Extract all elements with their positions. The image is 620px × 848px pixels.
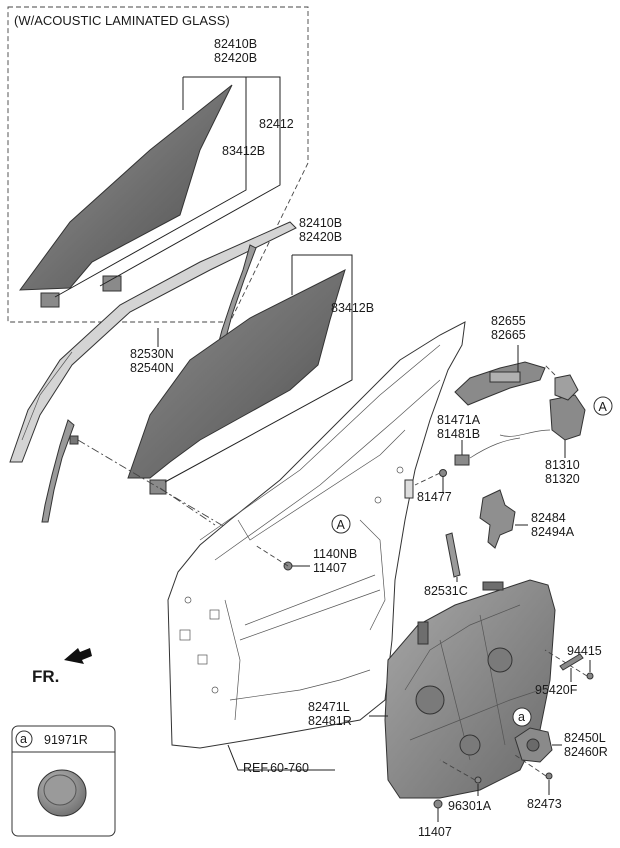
label-81310: 81310 xyxy=(545,458,580,472)
label-82531c: 82531C xyxy=(424,584,468,598)
callout-a-module-letter: a xyxy=(518,710,525,724)
label-81477: 81477 xyxy=(417,490,452,504)
bolt-81477 xyxy=(414,469,447,492)
front-arrow-icon xyxy=(64,648,92,664)
outside-handle xyxy=(454,345,546,406)
front-label: FR. xyxy=(32,667,59,686)
latch-rods xyxy=(454,437,521,466)
leader-83412b xyxy=(164,254,353,483)
label-82410b: 82410B xyxy=(299,216,342,230)
label-82473: 82473 xyxy=(527,797,562,811)
callout-a-latch xyxy=(593,396,613,416)
leader-ref xyxy=(227,744,335,771)
bolt-96301a xyxy=(439,759,482,796)
label-ref-60-760: REF.60-760 xyxy=(243,761,309,775)
bolt-11407-b xyxy=(433,799,443,822)
inset-leader-82412 xyxy=(99,76,281,287)
label-inset-82410b: 82410B xyxy=(214,37,257,51)
bolt-1140nb xyxy=(254,544,310,571)
strip-82531c xyxy=(445,532,461,582)
inset-glass-pane xyxy=(18,84,233,291)
legend-box: a 91971R xyxy=(11,725,116,837)
inset-dashed-border xyxy=(7,6,309,323)
callout-a-module xyxy=(512,707,532,727)
front-arrow xyxy=(64,648,92,664)
regulator-motor xyxy=(514,727,562,763)
label-82540n: 82540N xyxy=(130,361,174,375)
inset-title: (W/ACOUSTIC LAMINATED GLASS) xyxy=(14,13,230,28)
label-83412b: 83412B xyxy=(331,301,374,315)
label-94415: 94415 xyxy=(567,644,602,658)
guide-line-glass xyxy=(159,487,216,526)
label-81471a: 81471A xyxy=(437,413,481,427)
label-82460r: 82460R xyxy=(564,745,608,759)
label-82420b: 82420B xyxy=(299,230,342,244)
label-82481r: 82481R xyxy=(308,714,352,728)
label-96301a: 96301A xyxy=(448,799,492,813)
regulator-module xyxy=(369,579,556,799)
door-latch xyxy=(499,364,586,458)
label-82494a: 82494A xyxy=(531,525,575,539)
label-1140nb: 1140NB xyxy=(313,547,357,561)
glass-run-channel xyxy=(9,221,297,523)
label-82655: 82655 xyxy=(491,314,526,328)
callout-a-door-letter: A xyxy=(337,518,346,532)
label-82530n: 82530N xyxy=(130,347,174,361)
acoustic-glass-inset: (W/ACOUSTIC LAMINATED GLASS) 82410B 8242… xyxy=(7,6,309,323)
label-inset-83412b: 83412B xyxy=(222,144,265,158)
cover-95420f xyxy=(559,653,584,682)
label-11407-b: 11407 xyxy=(418,825,452,839)
door-inner-panel xyxy=(167,321,466,771)
label-82665: 82665 xyxy=(491,328,526,342)
bolt-82473 xyxy=(514,754,553,795)
legend-part-number: 91971R xyxy=(44,733,88,747)
label-11407-a: 11407 xyxy=(313,561,347,575)
callout-a-latch-letter: A xyxy=(599,400,608,414)
label-inset-82412: 82412 xyxy=(259,117,294,131)
label-82450l: 82450L xyxy=(564,731,606,745)
inset-bracket-right xyxy=(102,275,122,292)
label-82484: 82484 xyxy=(531,511,566,525)
label-95420f: 95420F xyxy=(535,683,578,697)
label-81481b: 81481B xyxy=(437,427,480,441)
legend-letter: a xyxy=(20,732,27,746)
label-inset-82420b: 82420B xyxy=(214,51,257,65)
handle-bracket xyxy=(479,489,528,549)
inset-leader-83412b xyxy=(54,77,247,298)
label-82471l: 82471L xyxy=(308,700,350,714)
guide-line-run xyxy=(77,439,231,531)
inset-bracket-left xyxy=(40,292,60,308)
callout-a-door xyxy=(331,514,351,534)
label-81320: 81320 xyxy=(545,472,580,486)
